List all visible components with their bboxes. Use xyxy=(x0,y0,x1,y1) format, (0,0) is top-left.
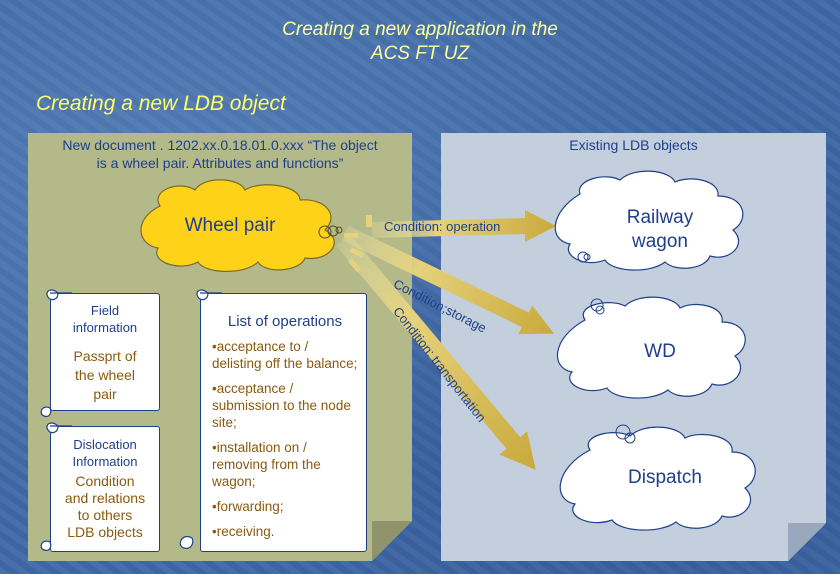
scroll-curl-icon xyxy=(179,536,194,549)
field-information-text: Passprt of the wheel pair xyxy=(55,347,155,404)
operations-item: •forwarding; xyxy=(212,499,284,514)
slide-title-line2: ACS FT UZ xyxy=(370,43,470,64)
field-information-title-line1: Field xyxy=(90,303,120,318)
dislocation-information-title-line1: Dislocation xyxy=(73,437,137,452)
railway-wagon-label: Railway wagon xyxy=(595,206,725,254)
dislocation-information-text-line4: LDB objects xyxy=(67,524,143,540)
field-information-title: Field information xyxy=(55,302,155,336)
dislocation-information-text: Condition and relations to others LDB ob… xyxy=(55,473,155,541)
storage-arrow xyxy=(341,225,555,335)
operations-title: List of operations xyxy=(227,313,343,330)
arrow-origin-marks xyxy=(344,215,372,273)
dispatch-cloud xyxy=(559,424,756,531)
field-information-text-line2: the wheel xyxy=(75,367,135,383)
scroll-curl-icon xyxy=(40,540,52,551)
scroll-curl-icon xyxy=(196,289,222,301)
operations-scroll xyxy=(200,293,367,552)
wd-label: WD xyxy=(644,341,676,362)
wheel-pair-cloud xyxy=(140,179,343,272)
field-information-scroll xyxy=(50,293,160,411)
slide-title-line1: Creating a new application in the xyxy=(282,19,558,40)
railway-wagon-label-line2: wagon xyxy=(632,231,688,252)
operation-arrow-label: Condition: operation xyxy=(384,219,501,234)
scroll-curl-icon xyxy=(46,289,72,301)
railway-wagon-label-line1: Railway xyxy=(626,207,694,228)
new-object-panel-fold xyxy=(372,521,412,561)
operations-item: •acceptance to / delisting off the balan… xyxy=(212,339,358,371)
dislocation-information-text-line1: Condition xyxy=(75,473,135,489)
slide-subtitle: Creating a new LDB object xyxy=(36,92,286,115)
wheel-pair-label: Wheel pair xyxy=(184,215,276,236)
transportation-arrow xyxy=(336,234,536,470)
scroll-curl-icon xyxy=(46,422,72,434)
railway-wagon-cloud xyxy=(554,170,744,271)
operation-arrow xyxy=(372,210,556,242)
dislocation-information-scroll xyxy=(50,426,160,552)
field-information-text-line3: pair xyxy=(93,386,117,402)
dislocation-information-title: Dislocation Information xyxy=(55,436,155,470)
scroll-curl-icon xyxy=(40,406,52,417)
existing-objects-panel-fold xyxy=(788,523,826,561)
new-object-heading-line2: is a wheel pair. Attributes and function… xyxy=(96,155,344,171)
slide-title: Creating a new application in the ACS FT… xyxy=(0,18,840,66)
operations-item: •receiving. xyxy=(212,524,275,539)
wd-cloud xyxy=(556,296,746,399)
dispatch-label: Dispatch xyxy=(628,467,702,488)
field-information-title-line2: information xyxy=(72,320,138,335)
dislocation-information-text-line2: and relations xyxy=(64,490,146,506)
dislocation-information-title-line2: Information xyxy=(72,454,138,469)
field-information-text-line1: Passprt of xyxy=(73,348,137,364)
new-object-panel-heading: New document . 1202.xx.0.18.01.0.xxx “Th… xyxy=(30,136,410,172)
operations-list: •acceptance to / delisting off the balan… xyxy=(212,338,360,548)
existing-objects-heading: Existing LDB objects xyxy=(569,137,698,153)
operations-item: •installation on / removing from the wag… xyxy=(212,440,321,489)
new-object-heading-line1: New document . 1202.xx.0.18.01.0.xxx “Th… xyxy=(62,137,378,153)
dislocation-information-text-line3: to others xyxy=(77,507,133,523)
operations-item: •acceptance / submission to the node sit… xyxy=(212,381,351,430)
